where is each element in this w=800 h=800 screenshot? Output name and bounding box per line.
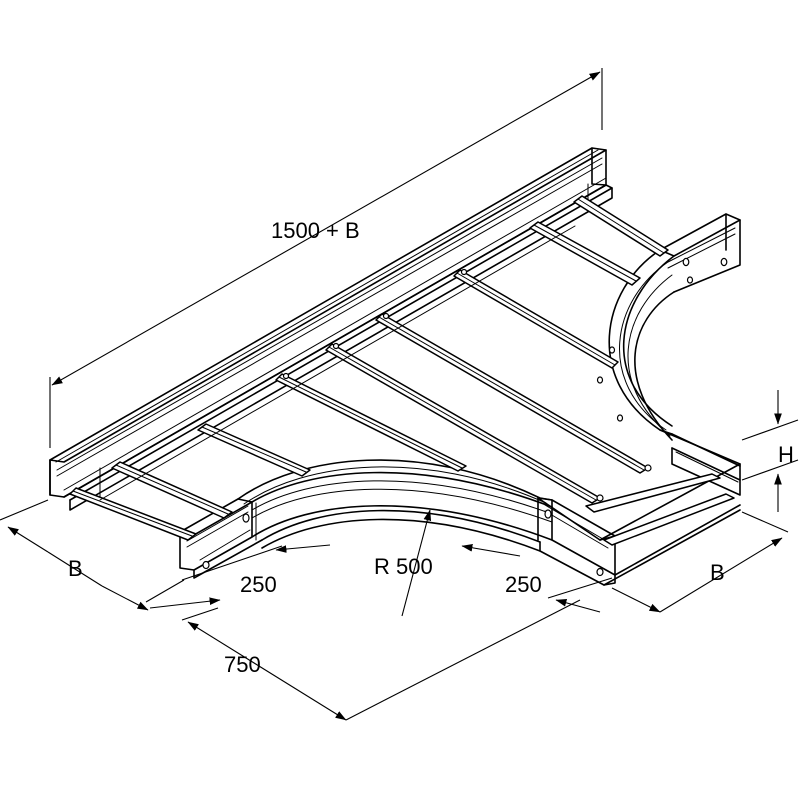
dimension-length [49, 68, 603, 448]
front-curved-rail [237, 459, 553, 552]
radius-label: R 500 [374, 554, 433, 579]
dimension-offset-right [461, 543, 613, 613]
offset-left-label: 250 [240, 572, 277, 597]
dimension-radius [401, 509, 432, 617]
width-left-label: B [68, 556, 83, 581]
right-curved-rail [596, 213, 741, 496]
back-side-rail [49, 147, 607, 501]
width-right-label: B [710, 560, 725, 585]
dimension-offset-left [149, 544, 331, 609]
base-label: 750 [224, 652, 261, 677]
rungs [69, 195, 735, 546]
length-label: 1500 + B [271, 218, 360, 243]
height-label: H [778, 442, 794, 467]
dimension-base [181, 599, 581, 721]
dimension-width-left [0, 499, 185, 611]
offset-right-label: 250 [505, 572, 542, 597]
dimension-height [741, 390, 799, 512]
right-front-rail [537, 497, 616, 586]
dimension-width-right [611, 511, 789, 613]
